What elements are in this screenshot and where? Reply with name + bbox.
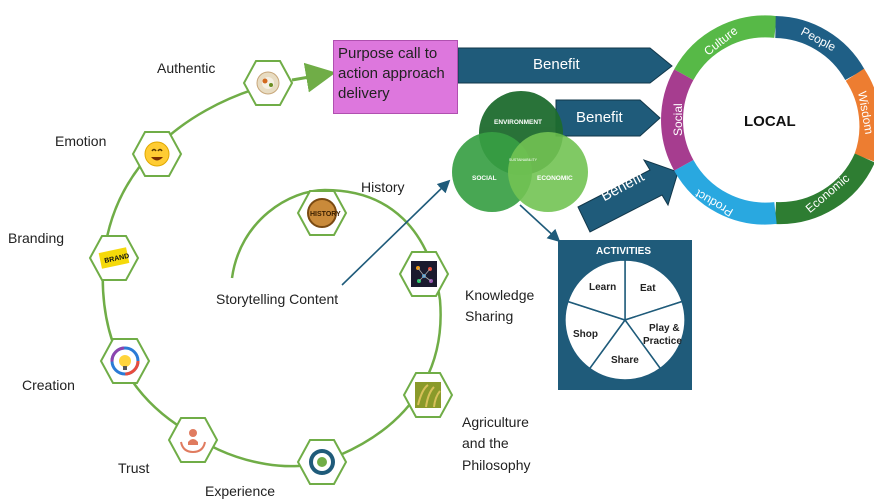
ring-segment-wisdom	[845, 68, 874, 162]
creative-lightbulb-icon	[99, 338, 151, 384]
local-center-label: LOCAL	[744, 113, 796, 130]
venn-center-label: SUSTAINABILITY	[509, 158, 538, 162]
label-agri-line2: and the	[462, 435, 509, 451]
ring-segment-economic	[774, 153, 874, 225]
label-experience: Experience	[205, 483, 276, 499]
sustainability-venn	[452, 91, 588, 212]
activity-learn: Learn	[589, 282, 616, 293]
employee-experience-badge-icon	[296, 439, 348, 485]
purpose-line2: action approach	[338, 65, 445, 82]
label-storytelling-content: Storytelling Content	[216, 291, 339, 307]
care-hands-icon	[167, 417, 219, 463]
label-knowledge-line1: Knowledge	[465, 287, 535, 303]
venn-economic-label: ECONOMIC	[537, 175, 573, 182]
brand-tag-icon: BRAND	[88, 235, 140, 281]
activity-share: Share	[611, 355, 639, 366]
history-badge-text: HISTORY	[310, 211, 341, 218]
ring-label-social: Social	[671, 103, 685, 136]
activities-pie	[564, 259, 686, 381]
benefit-label-2: Benefit	[576, 109, 623, 126]
ring-segment-product	[674, 159, 777, 225]
history-badge-icon: HISTORY	[296, 190, 348, 236]
label-agri-line3: Philosophy	[462, 457, 531, 473]
label-creation: Creation	[22, 377, 75, 393]
activity-play-line2: Practice	[643, 336, 682, 347]
label-branding: Branding	[8, 230, 65, 246]
label-trust: Trust	[118, 460, 150, 476]
benefit-arrow-3	[577, 159, 679, 233]
cycle-to-purpose-arrow	[291, 62, 336, 93]
activity-eat: Eat	[640, 283, 656, 294]
local-ring	[661, 15, 874, 225]
venn-social-label: SOCIAL	[472, 175, 497, 182]
purpose-box: Purpose call to action approach delivery	[333, 40, 458, 114]
benefit-arrow-1	[457, 47, 673, 84]
knowledge-network-icon	[398, 251, 450, 297]
venn-environment-label: ENVIRONMENT	[494, 119, 542, 126]
outer-cycle-line	[101, 83, 321, 468]
purpose-line1: Purpose call to	[338, 45, 438, 62]
activities-title: ACTIVITIES	[596, 246, 651, 257]
storytelling-to-venn-arrow	[341, 179, 451, 286]
ring-segment-culture	[674, 15, 777, 81]
benefit-label-1: Benefit	[533, 56, 580, 73]
venn-to-activities-arrow	[519, 204, 561, 243]
food-plate-icon	[242, 60, 294, 106]
label-history: History	[361, 179, 405, 195]
label-agri-line1: Agriculture	[462, 414, 529, 430]
purpose-line3: delivery	[338, 85, 390, 102]
activity-shop: Shop	[573, 329, 598, 340]
smiley-emoji-icon	[131, 131, 183, 177]
label-emotion: Emotion	[55, 133, 107, 149]
label-authentic: Authentic	[157, 60, 216, 76]
label-knowledge-line2: Sharing	[465, 308, 514, 324]
rice-field-icon	[402, 372, 454, 418]
ring-segment-social	[661, 69, 694, 171]
ring-segment-people	[774, 16, 865, 81]
activity-play-line1: Play &	[649, 323, 680, 334]
